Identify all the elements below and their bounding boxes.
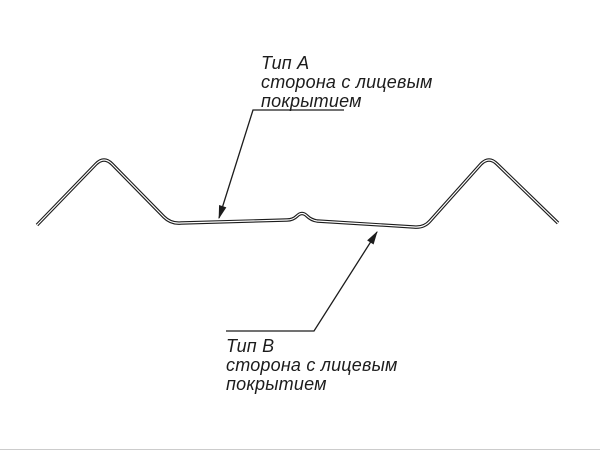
type-b-title: Тип В <box>226 336 274 356</box>
type-b-desc-line1: сторона с лицевым <box>226 355 398 375</box>
type-b-desc-line2: покрытием <box>226 374 327 394</box>
leader-line-type-b <box>226 231 378 332</box>
type-a-desc-line1: сторона с лицевым <box>261 72 433 92</box>
sheet-profile-outline <box>35 158 560 229</box>
leader-line-type-a <box>218 109 344 220</box>
type-a-desc-line2: покрытием <box>261 91 362 111</box>
type-a-title: Тип А <box>261 53 309 73</box>
sheet-profile-inner <box>36 159 559 228</box>
